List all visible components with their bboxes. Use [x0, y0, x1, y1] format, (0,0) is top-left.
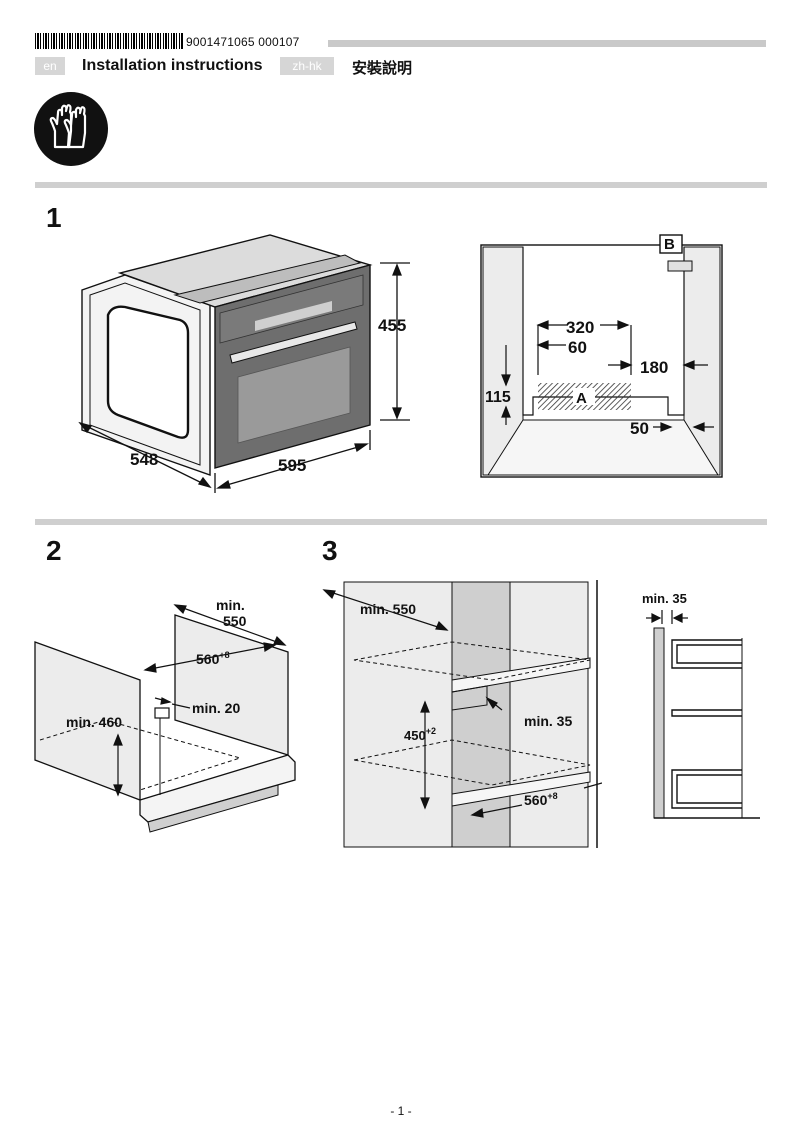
language-badge-zh: zh-hk	[280, 57, 334, 75]
min460-label: min. 460	[66, 714, 122, 730]
section-divider-1	[35, 182, 767, 188]
gloves-icon	[34, 92, 108, 166]
min550-top-label: min.	[216, 597, 245, 613]
tall-cabinet-installation-figure: min. 550 450+2 min. 35 560+8	[322, 580, 602, 848]
dim-180-label: 180	[640, 358, 668, 377]
min20-label: min. 20	[192, 700, 240, 716]
dim-60-label: 60	[568, 338, 587, 357]
header-bar	[328, 40, 766, 47]
w560-label: 560+8	[196, 650, 230, 667]
w560-label: 560+8	[524, 791, 558, 808]
step-number-3: 3	[322, 535, 338, 566]
undercounter-installation-figure: min. 550 560+8 min. 20 min. 460	[34, 597, 296, 833]
side-view-figure: min. 35	[642, 591, 760, 819]
label-b: B	[664, 236, 675, 253]
dim-115-label: 115	[485, 389, 511, 406]
title-english: Installation instructions	[82, 57, 263, 74]
oven-dimensions-figure: 455 548 595	[78, 234, 410, 493]
dim-depth-label: 548	[130, 450, 158, 469]
section-divider-2	[35, 519, 767, 525]
dim-50-label: 50	[630, 419, 649, 438]
language-badge-en: en	[35, 57, 65, 75]
dim-320-label: 320	[566, 318, 594, 337]
barcode	[35, 33, 183, 49]
min35-mid-label: min. 35	[524, 713, 572, 729]
cabinet-cutout-figure: A B 320 60 180 115 50	[480, 234, 723, 478]
min35-side-label: min. 35	[642, 591, 687, 606]
step-number-1: 1	[46, 202, 62, 233]
page-number: - 1 -	[390, 1104, 412, 1118]
h450-label: 450+2	[404, 726, 436, 743]
document-number: 9001471065 000107	[186, 35, 300, 49]
dim-height-label: 455	[378, 316, 406, 335]
step-number-2: 2	[46, 535, 62, 566]
min550-value-label: 550	[223, 613, 247, 629]
min550-label: min. 550	[360, 601, 416, 617]
label-a: A	[576, 390, 587, 407]
dim-width-label: 595	[278, 456, 306, 475]
title-chinese: 安裝說明	[352, 60, 413, 77]
